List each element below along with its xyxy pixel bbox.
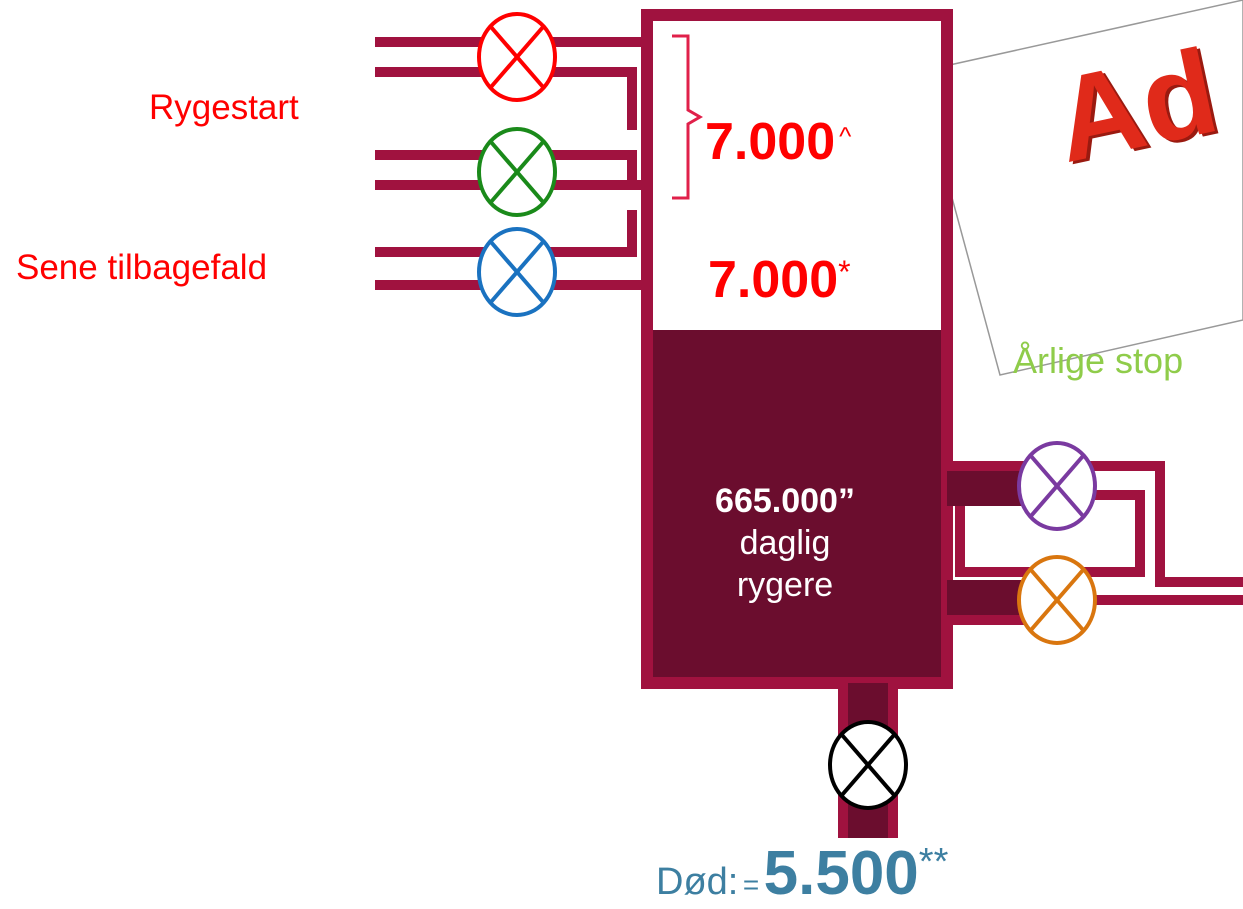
inflow-combined-value: 7.000^ xyxy=(705,112,851,172)
sene-tilbagefald-label: Sene tilbagefald xyxy=(16,248,268,287)
rotated-card xyxy=(917,0,1243,376)
stock-line1: daglig xyxy=(739,524,831,562)
inflow-combined-mark: ^ xyxy=(839,121,852,151)
stock-tank-fill xyxy=(653,330,941,677)
death-mark: ** xyxy=(918,841,949,883)
inflow-relapse-number: 7.000 xyxy=(708,251,839,309)
death-prefix: Død: xyxy=(656,861,739,903)
brace-icon xyxy=(672,34,703,200)
valve-icon xyxy=(477,12,1097,810)
card-subtitle: Årlige stop xyxy=(1013,340,1184,381)
inflow-relapse-value: 7.000* xyxy=(708,250,851,310)
inflow-relapse-mark: * xyxy=(838,254,851,290)
stock-label: 665.000” daglig rygere xyxy=(662,480,908,606)
outflow-pipes xyxy=(947,461,1243,625)
inflow-combined-number: 7.000 xyxy=(705,113,836,171)
stock-line2: rygere xyxy=(736,566,834,604)
rygestart-label: Rygestart xyxy=(149,88,299,127)
death-value: 5.500 xyxy=(763,839,919,908)
stock-value: 665.000” xyxy=(715,482,855,520)
inflow-pipes xyxy=(375,37,642,290)
death-equals: = xyxy=(742,869,760,900)
death-label: Død: = 5.500** xyxy=(656,838,948,909)
